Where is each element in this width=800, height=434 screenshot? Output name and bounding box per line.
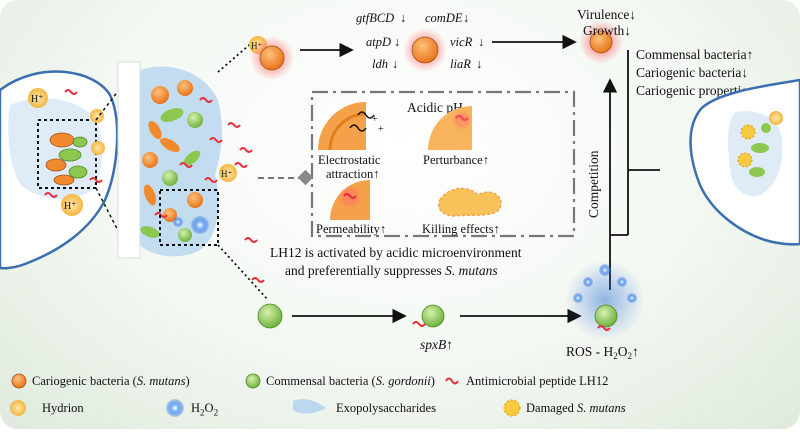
killing-icon (438, 187, 502, 217)
legend-h2o2-icon (166, 399, 184, 417)
svg-text:↓: ↓ (478, 35, 484, 49)
legend-h2o2-label: H2O2 (191, 401, 219, 418)
legend-eps-icon (293, 399, 326, 414)
permeability-label: Permeability↑ (316, 222, 386, 236)
perturbance-label: Perturbance↑ (423, 153, 489, 167)
mutans-center-top (403, 28, 447, 72)
svg-text:+: + (378, 124, 384, 135)
right-tooth (689, 78, 800, 246)
outcome-bracket (610, 50, 660, 236)
peptide-icons-left (44, 89, 103, 198)
mutans-with-peptides-start (250, 36, 294, 80)
gordonii-with-peptide (412, 304, 445, 328)
peptides-drifting (227, 122, 265, 283)
growth-label: Growth↓ (583, 23, 631, 38)
legend-peptide-label: Antimicrobial peptide LH12 (466, 374, 609, 388)
legend-hydrion-icon (10, 400, 26, 416)
gene-liar: liaR (450, 57, 471, 71)
plaque-cluster-small (45, 132, 88, 186)
commensal-up-label: Commensal bacteria↑ (636, 47, 753, 62)
legend-damaged-label: Damaged S. mutans (526, 401, 626, 415)
perturbance-icon (428, 106, 472, 150)
acidic-ph-box (310, 90, 576, 238)
gene-labels: gtfBCD ↓ comDE ↓ atpD ↓ vicR ↓ ldh ↓ lia… (356, 11, 484, 71)
legend-hydrion-label: Hydrion (42, 401, 84, 415)
cariogenic-down-label: Cariogenic bacteria↓ (636, 65, 748, 80)
svg-text:↓: ↓ (400, 11, 406, 25)
gordonii-start (257, 303, 283, 329)
permeability-icon (330, 180, 370, 220)
gene-comde: comDE (425, 11, 463, 25)
legend-gordonii-label: Commensal bacteria (S. gordonii) (266, 374, 435, 388)
legend-peptide-icon (445, 377, 459, 385)
virulence-label: Virulence↓ (577, 7, 636, 22)
legend-eps-label: Exopolysaccharides (336, 401, 436, 415)
legend-icons (10, 373, 521, 417)
caption-line-1: LH12 is activated by acidic microenviron… (270, 245, 522, 260)
gene-vicr: vicR (450, 35, 473, 49)
svg-text:↓: ↓ (476, 57, 482, 71)
electrostatic-icon: + + (318, 102, 384, 151)
spxb-label: spxB↑ (420, 337, 453, 352)
acidic-ph-title: Acidic pH (407, 100, 463, 115)
legend-mutans-icon (11, 373, 27, 389)
zoom-box-inner (159, 189, 219, 246)
gene-ldh: ldh (372, 57, 388, 71)
svg-text:+: + (372, 114, 378, 125)
gene-gtfbcd: gtfBCD (356, 11, 394, 25)
mutans-damaged-top (579, 20, 623, 64)
svg-text:↓: ↓ (463, 11, 469, 25)
zoomed-plaque-panel (117, 61, 222, 259)
svg-text:↓: ↓ (394, 35, 400, 49)
legend-mutans-label: Cariogenic bacteria (S. mutans) (32, 374, 190, 388)
svg-text:H⁺: H⁺ (64, 201, 77, 212)
plaque-bacteria-large (140, 80, 209, 242)
box-connector (258, 169, 314, 186)
gene-atpd: atpD (366, 35, 391, 49)
electrostatic-label-1: Electrostatic (318, 153, 381, 167)
svg-text:H⁺: H⁺ (221, 169, 232, 179)
killing-label: Killing effects↑ (422, 222, 500, 236)
caption-line-2: and preferentially suppresses S. mutans (285, 263, 498, 278)
ros-label: ROS - H2O2↑ (566, 344, 639, 361)
electrostatic-label-2: attraction↑ (326, 167, 379, 181)
hydrion-icons-left: H⁺ H⁺ (28, 88, 105, 216)
competition-label: Competition (586, 150, 601, 218)
legend-damaged-icon (503, 399, 521, 417)
legend-gordonii-icon (245, 373, 261, 389)
svg-text:↓: ↓ (392, 57, 398, 71)
svg-text:H⁺: H⁺ (31, 94, 44, 105)
ros-producing-cell (565, 260, 645, 340)
